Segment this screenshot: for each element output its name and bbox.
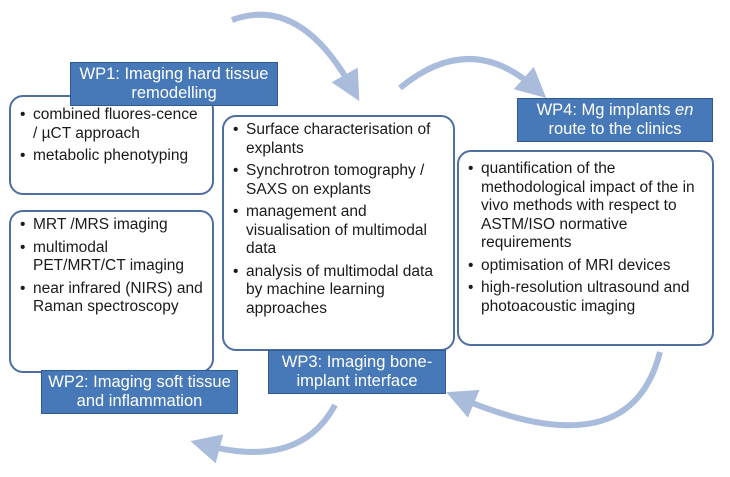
wp1-label: WP1: Imaging hard tissue remodelling	[70, 62, 278, 106]
wp4-box: quantification of the methodological imp…	[457, 150, 714, 346]
arrow-bottom-right	[446, 351, 663, 429]
wp3-item: management and visualisation of multimod…	[233, 203, 445, 259]
wp4-title-prefix: WP4: Mg implants	[536, 101, 676, 119]
wp4-title-suffix: route to the clinics	[548, 120, 682, 138]
wp3-list: Surface characterisation of explants Syn…	[232, 121, 445, 318]
wp4-title-italic: en	[675, 101, 694, 119]
wp2-label: WP2: Imaging soft tissue and inflammatio…	[41, 370, 238, 414]
wp3-item: analysis of multimodal data by machine l…	[233, 263, 445, 319]
wp4-item: optimisation of MRI devices	[468, 257, 704, 276]
wp1-item: combined fluores-cence / µCT approach	[20, 106, 204, 143]
wp4-list: quantification of the methodological imp…	[467, 160, 704, 316]
wp4-item: quantification of the methodological imp…	[468, 160, 704, 253]
wp3-item: Surface characterisation of explants	[233, 121, 445, 158]
wp2-item: MRT /MRS imaging	[20, 216, 204, 235]
wp2-item: multimodal PET/MRT/CT imaging	[20, 239, 204, 276]
wp4-label: WP4: Mg implants en route to the clinics	[517, 98, 713, 142]
wp4-item: high-resolution ultrasound and photoacou…	[468, 279, 704, 316]
wp2-list: MRT /MRS imaging multimodal PET/MRT/CT i…	[19, 216, 204, 317]
wp1-item: metabolic phenotyping	[20, 147, 204, 166]
arrow-top-right	[398, 56, 547, 98]
wp3-box: Surface characterisation of explants Syn…	[222, 115, 455, 351]
wp2-box: MRT /MRS imaging multimodal PET/MRT/CT i…	[9, 210, 214, 373]
wp2-item: near infrared (NIRS) and Raman spectrosc…	[20, 280, 204, 317]
wp3-item: Synchrotron tomography / SAXS on explant…	[233, 162, 445, 199]
wp3-label: WP3: Imaging bone-implant interface	[268, 350, 446, 394]
arrow-top	[230, 11, 360, 102]
wp1-list: combined fluores-cence / µCT approach me…	[19, 106, 204, 166]
wp1-box: combined fluores-cence / µCT approach me…	[9, 95, 214, 195]
arrow-bottom	[190, 403, 338, 464]
